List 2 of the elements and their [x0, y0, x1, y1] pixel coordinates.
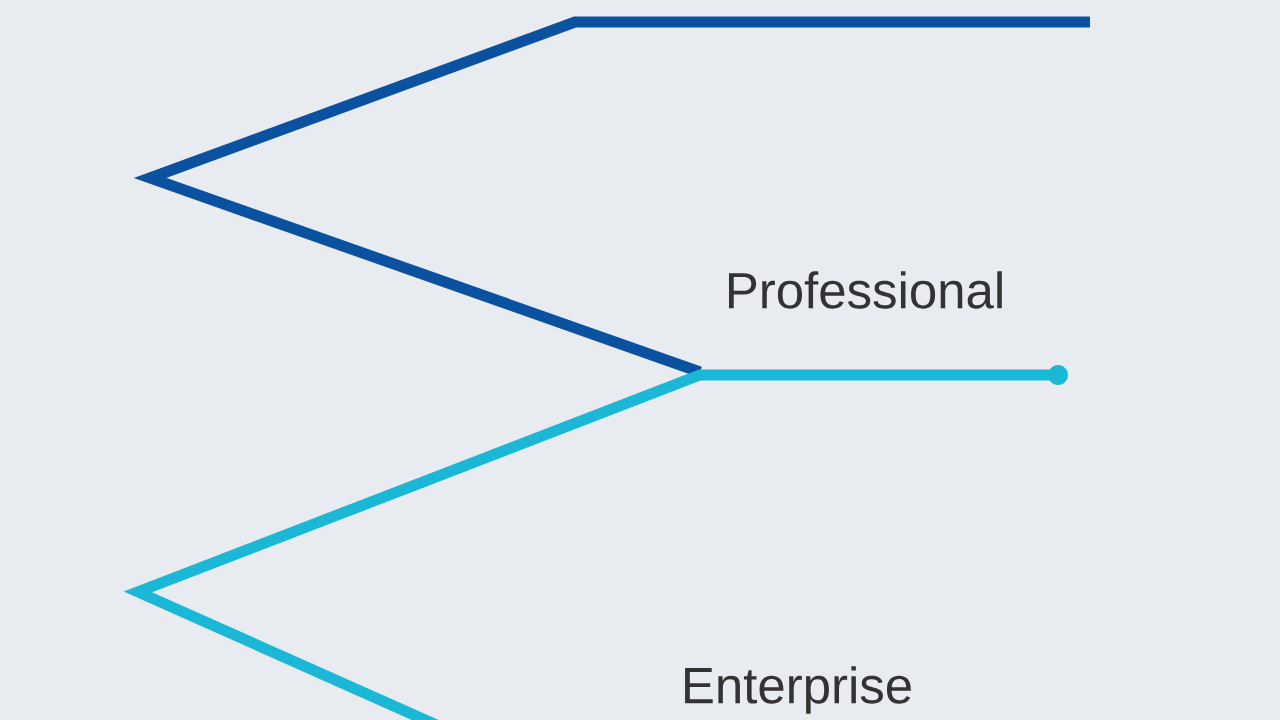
- plan-label: Professional: [729, 271, 1002, 309]
- plan-label: Enterprise: [685, 666, 911, 714]
